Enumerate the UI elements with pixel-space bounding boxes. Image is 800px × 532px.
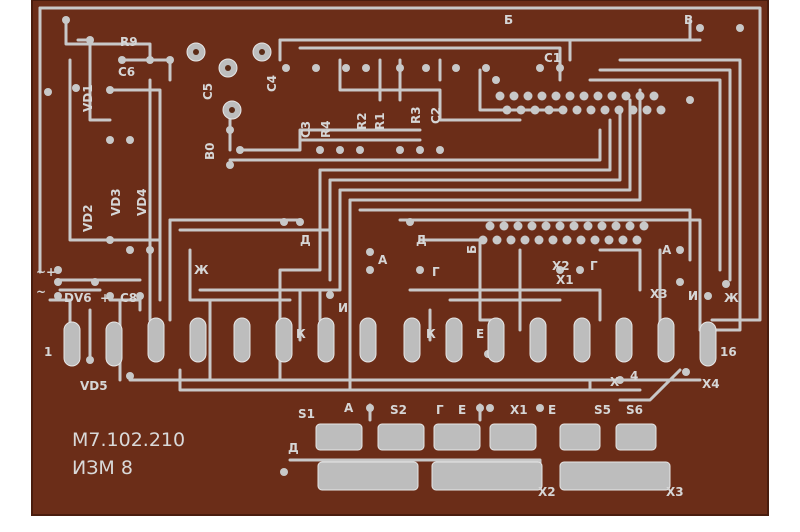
label-pin-1: 1 (44, 345, 52, 359)
label-x-bottom: X (610, 375, 620, 389)
label-i-far: И (688, 289, 698, 303)
label-s1: S1 (298, 407, 315, 421)
pad-group-top (186, 42, 272, 120)
label-r2: R2 (355, 112, 369, 130)
label-d-bottom: Д (288, 441, 299, 455)
label-x1-mid: X1 (556, 273, 574, 287)
label-vd1: VD1 (81, 84, 95, 112)
label-vd5: VD5 (80, 379, 108, 393)
label-x3-bottom: X3 (666, 485, 684, 499)
connector-row-lower (478, 221, 649, 245)
label-c6: C6 (118, 65, 135, 79)
label-i-right: И (688, 289, 698, 303)
label-s2: S2 (390, 403, 407, 417)
connector-row-upper (495, 91, 666, 115)
copper-traces (38, 6, 762, 482)
label-g-bottom: Г (436, 403, 444, 417)
label-b-top: Б (504, 13, 513, 27)
label-r9: R9 (120, 35, 138, 49)
label-r1: R1 (373, 112, 387, 130)
label-tilde-2: ~ (36, 285, 46, 299)
edge-oval-pads (63, 317, 717, 367)
board-title-line1: М7.102.210 (72, 429, 185, 451)
label-b0: B0 (203, 143, 217, 161)
silkscreen-labels: R9 C6 VD1 C5 C4 B0 C3 R4 R2 R1 R3 C2 C1 … (36, 13, 739, 499)
label-e-bottom-2: Е (548, 403, 556, 417)
label-x2-bottom: X2 (538, 485, 556, 499)
label-d-mid: Д (300, 233, 311, 247)
label-k-right: К (426, 327, 436, 341)
label-d-right: Д (416, 233, 427, 247)
label-c4: C4 (265, 75, 279, 92)
label-v-top: В (684, 13, 693, 27)
label-s6: S6 (626, 403, 643, 417)
switch-pads (315, 423, 657, 451)
label-16: 16 (720, 345, 737, 359)
label-a-right: А (662, 243, 672, 257)
label-e-mid: Е (476, 327, 484, 341)
label-c8: C8 (120, 291, 137, 305)
label-4: 4 (630, 369, 638, 383)
via-pads (44, 16, 744, 476)
label-tilde-1: ~ (36, 265, 46, 279)
long-pads (317, 461, 671, 491)
label-vd3: VD3 (109, 188, 123, 216)
label-c3: C3 (299, 121, 313, 138)
label-c5: C5 (201, 83, 215, 100)
label-c2: C2 (429, 107, 443, 124)
label-x1-bottom: X1 (510, 403, 528, 417)
board-title-line2: ИЗМ 8 (72, 457, 133, 479)
label-g-mid: Г (432, 265, 440, 279)
label-s5: S5 (594, 403, 611, 417)
label-zh-left: Ж (194, 263, 209, 277)
label-e-bottom: Е (458, 403, 466, 417)
label-a-mid: А (378, 253, 388, 267)
label-dv6: DV6 (64, 291, 92, 305)
label-plus: + (100, 291, 110, 305)
label-zh-right: Ж (724, 291, 739, 305)
label-r3: R3 (409, 106, 423, 124)
label-vd2: VD2 (81, 204, 95, 232)
label-x2-mid: X2 (552, 259, 570, 273)
label-plus-left: + (46, 265, 56, 279)
label-b-mid: Б (465, 245, 479, 254)
label-x4: X4 (702, 377, 720, 391)
label-k-left: К (296, 327, 306, 341)
label-vd4: VD4 (135, 188, 149, 216)
label-x3-mid: X3 (650, 287, 668, 301)
label-c1: C1 (544, 51, 561, 65)
label-g-right: Г (590, 259, 598, 273)
label-a-bottom: А (344, 401, 354, 415)
label-r4: R4 (319, 120, 333, 138)
label-i-mid: И (338, 301, 348, 315)
